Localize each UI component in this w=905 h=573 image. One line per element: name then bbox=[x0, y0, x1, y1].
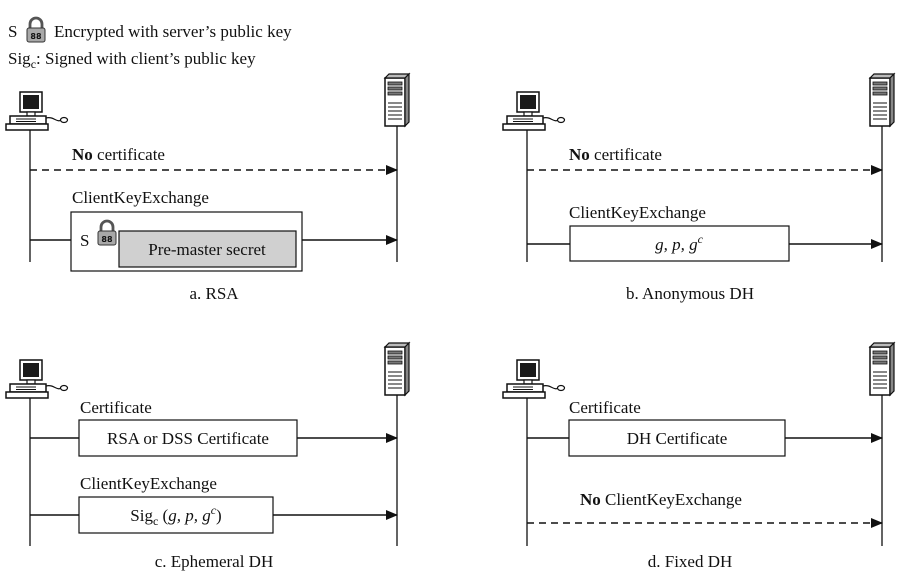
tower-server-icon bbox=[384, 342, 410, 396]
dh-parameters-text: g, p, gc bbox=[655, 232, 704, 254]
rsa-dss-certificate-text: RSA or DSS Certificate bbox=[107, 429, 269, 448]
padlock-icon bbox=[25, 16, 47, 44]
certificate-label: Certificate bbox=[80, 398, 152, 417]
dh-certificate-text: DH Certificate bbox=[627, 429, 728, 448]
panel-anonymous-dh: No certificate ClientKeyExchange g, p, g… bbox=[502, 73, 895, 303]
panel-ephemeral-dh: Certificate RSA or DSS Certificate Clien… bbox=[5, 342, 410, 571]
caption-rsa: a. RSA bbox=[189, 284, 239, 303]
tower-server-icon bbox=[384, 73, 410, 127]
desktop-computer-icon bbox=[502, 359, 566, 399]
no-certificate-label: No certificate bbox=[72, 145, 165, 164]
legend-lock-letter: S bbox=[8, 22, 17, 41]
no-client-key-exchange-label: No ClientKeyExchange bbox=[580, 490, 742, 509]
caption-fixed-dh: d. Fixed DH bbox=[648, 552, 733, 571]
legend: S Encrypted with server’s public key Sig… bbox=[8, 16, 292, 71]
no-certificate-label: No certificate bbox=[569, 145, 662, 164]
legend-lock-text: Encrypted with server’s public key bbox=[54, 22, 292, 41]
tower-server-icon bbox=[869, 342, 895, 396]
rsa-dss-certificate-box bbox=[78, 419, 298, 457]
client-key-exchange-label: ClientKeyExchange bbox=[80, 474, 217, 493]
certificate-label: Certificate bbox=[569, 398, 641, 417]
desktop-computer-icon bbox=[502, 91, 566, 131]
client-key-exchange-label: ClientKeyExchange bbox=[569, 203, 706, 222]
dh-parameters-box bbox=[569, 225, 790, 262]
signed-dh-parameters-text: Sigc (g, p, gc) bbox=[130, 503, 221, 528]
caption-anonymous-dh: b. Anonymous DH bbox=[626, 284, 754, 303]
client-key-exchange-label: ClientKeyExchange bbox=[72, 188, 209, 207]
panel-rsa: No certificate ClientKeyExchange S Pre-m… bbox=[5, 73, 410, 303]
caption-ephemeral-dh: c. Ephemeral DH bbox=[155, 552, 273, 571]
signed-dh-parameters-box bbox=[78, 496, 274, 534]
tower-server-icon bbox=[869, 73, 895, 127]
desktop-computer-icon bbox=[5, 91, 69, 131]
pre-master-secret-box bbox=[118, 230, 297, 268]
legend-signature-text: Sigc: Signed with client’s public key bbox=[8, 49, 256, 71]
dh-certificate-box bbox=[568, 419, 786, 457]
envelope-lock-letter: S bbox=[80, 231, 89, 250]
pre-master-secret-text: Pre-master secret bbox=[148, 240, 266, 259]
desktop-computer-icon bbox=[5, 359, 69, 399]
panel-fixed-dh: Certificate DH Certificate No ClientKeyE… bbox=[502, 342, 895, 571]
